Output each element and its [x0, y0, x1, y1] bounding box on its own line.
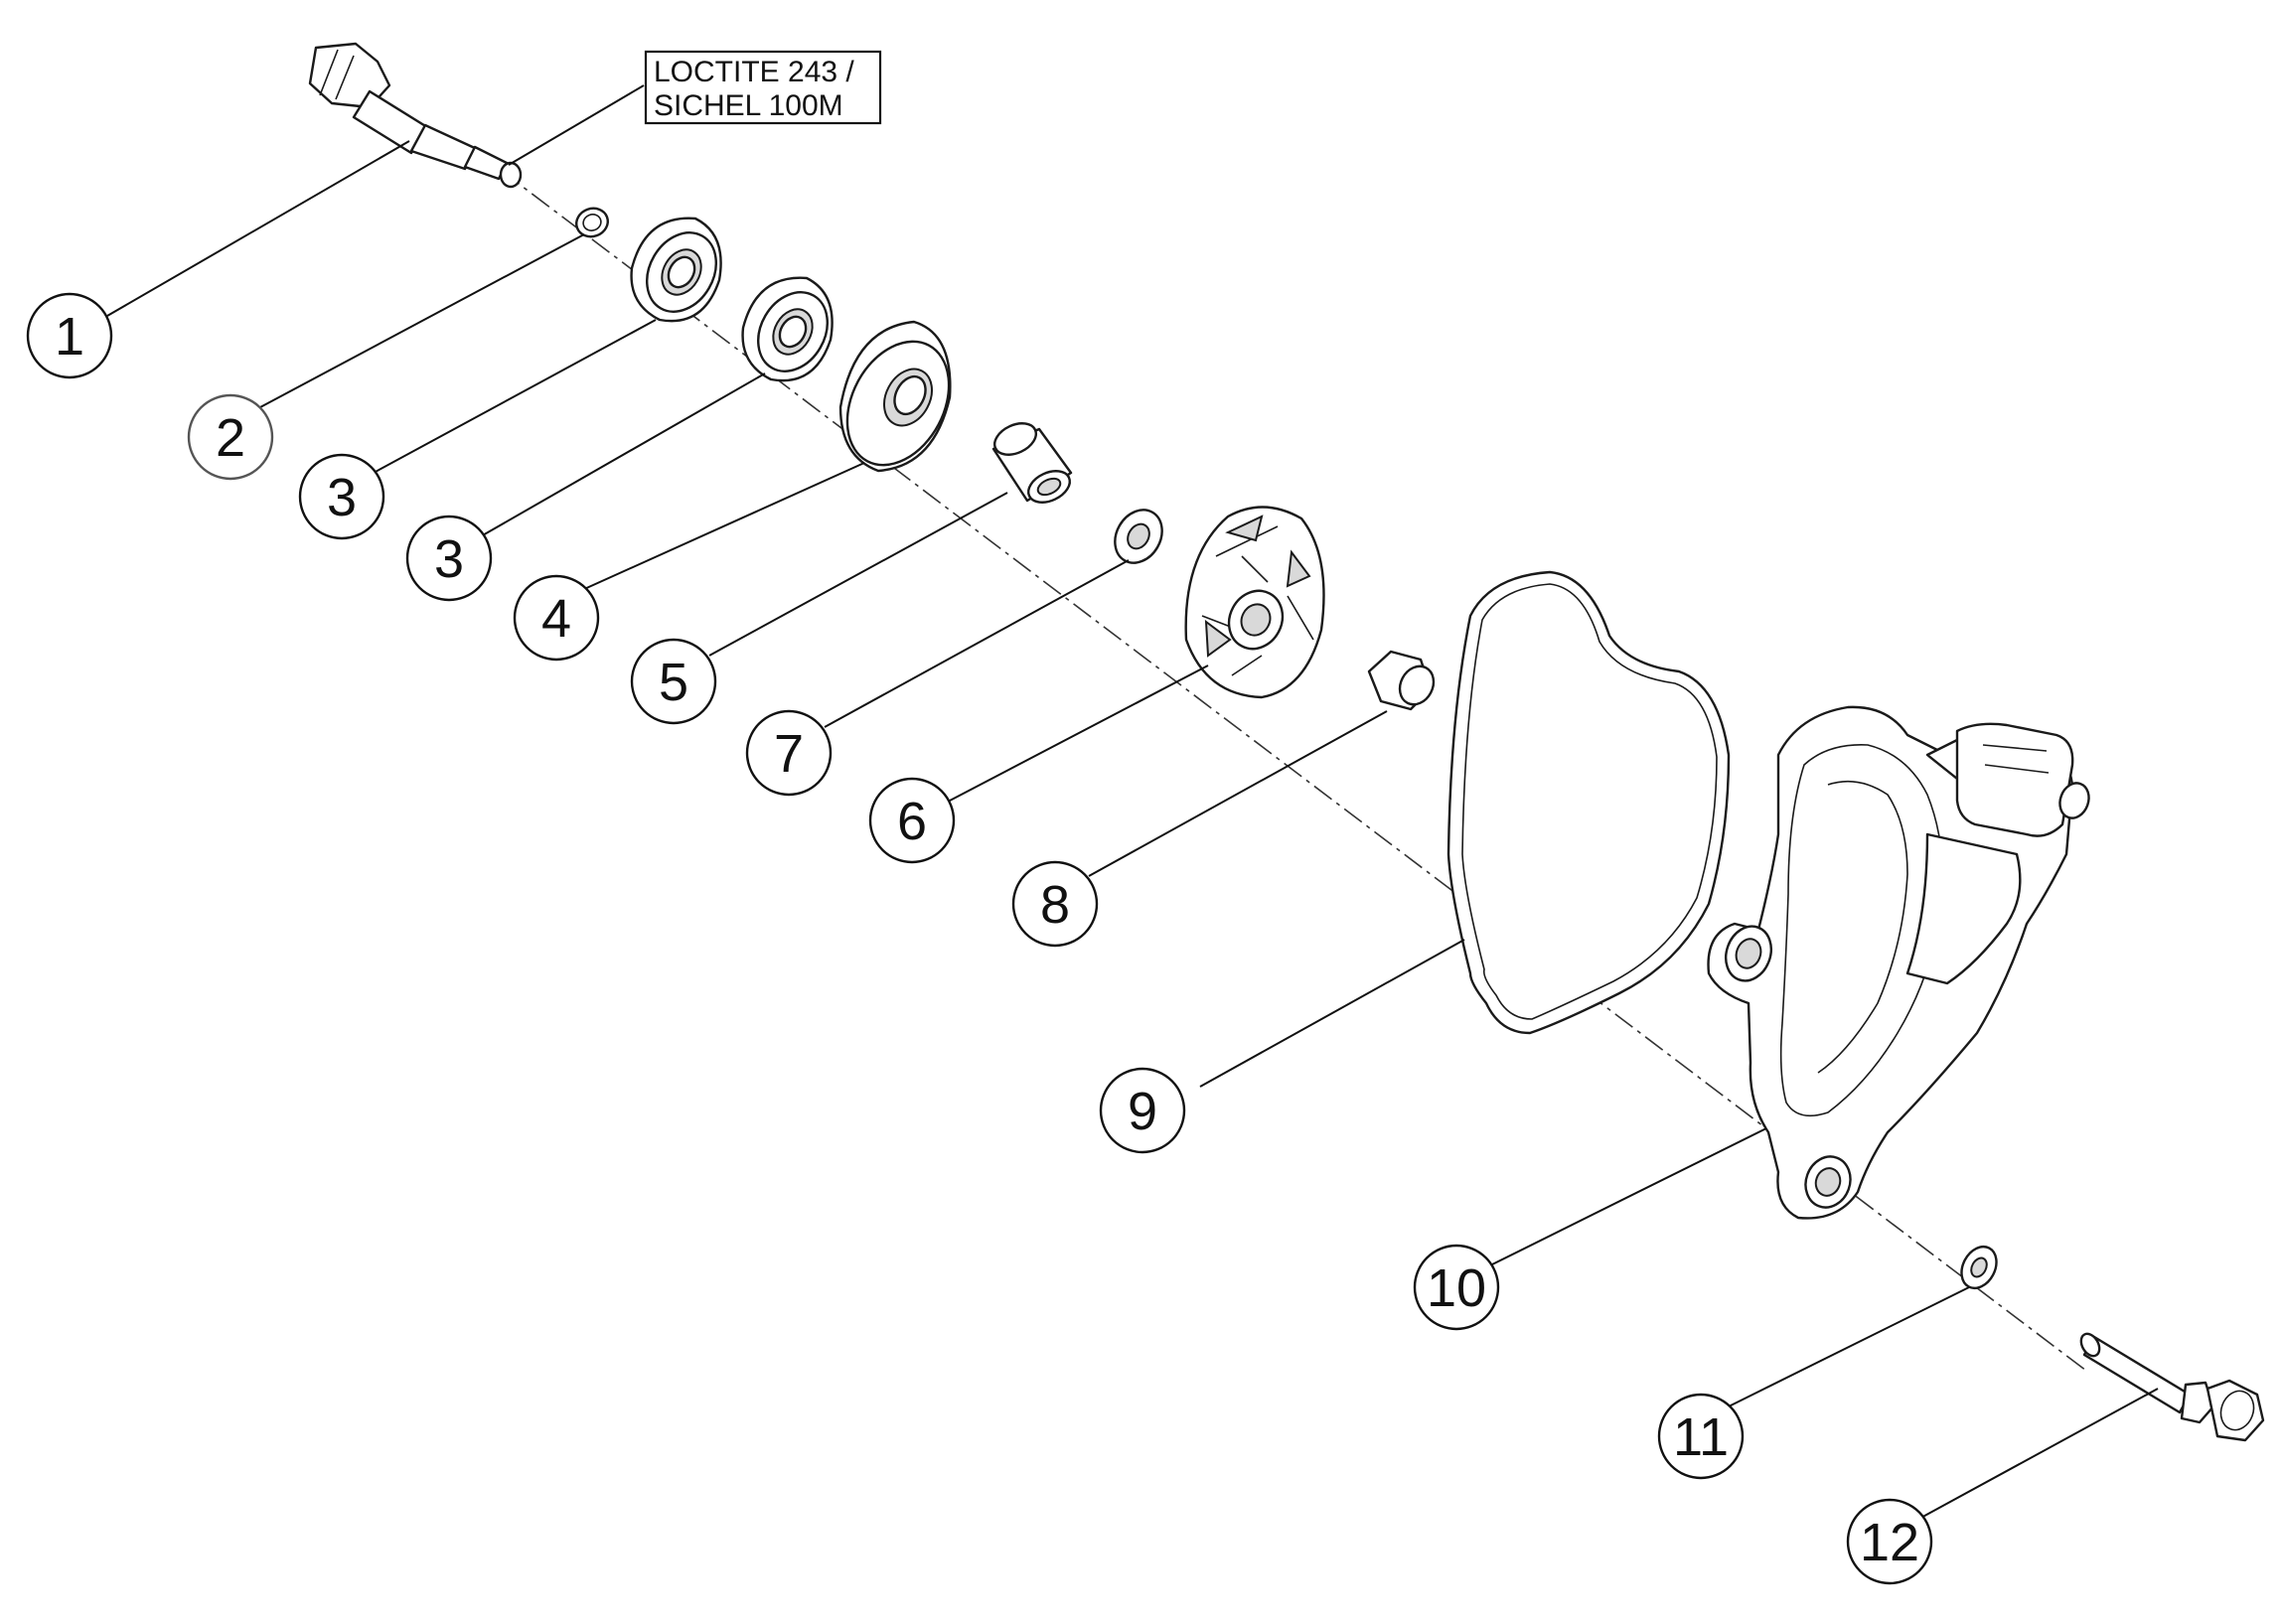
callout-12: 12 — [1846, 1498, 1933, 1585]
part-5-bushing — [991, 422, 1073, 504]
callout-12-label: 12 — [1860, 1513, 1919, 1572]
part-1-shaft — [308, 42, 523, 189]
leader-6 — [949, 664, 1209, 802]
callout-3b-label: 3 — [434, 529, 464, 589]
part-4-seal — [838, 320, 952, 473]
part-3-bearing-a — [630, 217, 722, 323]
part-9-gasket — [1446, 570, 1731, 1035]
note-line-2: SICHEL 100M — [654, 89, 843, 122]
callout-11-label: 11 — [1673, 1407, 1729, 1467]
leader-5 — [708, 492, 1008, 657]
callout-8: 8 — [1011, 860, 1099, 948]
callout-2-label: 2 — [216, 408, 245, 468]
callout-3b: 3 — [405, 515, 493, 602]
leader-1 — [106, 140, 410, 317]
callout-3a-label: 3 — [327, 468, 357, 527]
callout-6: 6 — [868, 777, 956, 864]
part-8-nut — [1367, 650, 1436, 711]
part-2-o-ring — [575, 207, 609, 238]
callout-7: 7 — [745, 709, 833, 797]
leader-7 — [824, 559, 1130, 728]
leader-3b — [480, 372, 766, 537]
part-3-bearing-b — [741, 276, 834, 382]
part-10-pump-cover — [1707, 705, 2090, 1220]
callout-9-label: 9 — [1128, 1082, 1157, 1141]
part-6-impeller — [1184, 506, 1325, 699]
callout-3a: 3 — [298, 453, 385, 540]
callout-5-label: 5 — [659, 653, 688, 712]
leader-10 — [1485, 1127, 1767, 1268]
note-leader — [508, 84, 645, 166]
callout-2: 2 — [187, 393, 274, 481]
part-11-washer — [1960, 1245, 1998, 1290]
callout-7-label: 7 — [774, 724, 804, 784]
leader-2 — [259, 233, 585, 408]
callout-11: 11 — [1657, 1393, 1745, 1480]
leader-9 — [1199, 939, 1465, 1088]
callout-5: 5 — [630, 638, 717, 725]
leader-11 — [1724, 1286, 1970, 1409]
leader-3a — [373, 319, 657, 474]
loctite-note: LOCTITE 243 / SICHEL 100M — [644, 50, 882, 125]
callout-1: 1 — [26, 292, 113, 379]
callout-1-label: 1 — [55, 307, 84, 367]
callout-4-label: 4 — [541, 589, 571, 649]
part-7-washer — [1114, 509, 1163, 564]
callout-10: 10 — [1413, 1244, 1500, 1331]
callout-4: 4 — [513, 574, 600, 662]
callout-9: 9 — [1099, 1067, 1186, 1154]
note-box — [644, 50, 882, 125]
leader-lines — [106, 140, 2159, 1521]
callout-8-label: 8 — [1040, 875, 1070, 935]
leader-12 — [1916, 1388, 2159, 1521]
part-12-bolt — [2079, 1332, 2265, 1442]
leader-8 — [1088, 710, 1388, 877]
leader-4 — [581, 462, 865, 591]
callout-10-label: 10 — [1427, 1258, 1486, 1318]
note-line-1: LOCTITE 243 / — [654, 56, 854, 88]
callout-6-label: 6 — [897, 792, 927, 851]
